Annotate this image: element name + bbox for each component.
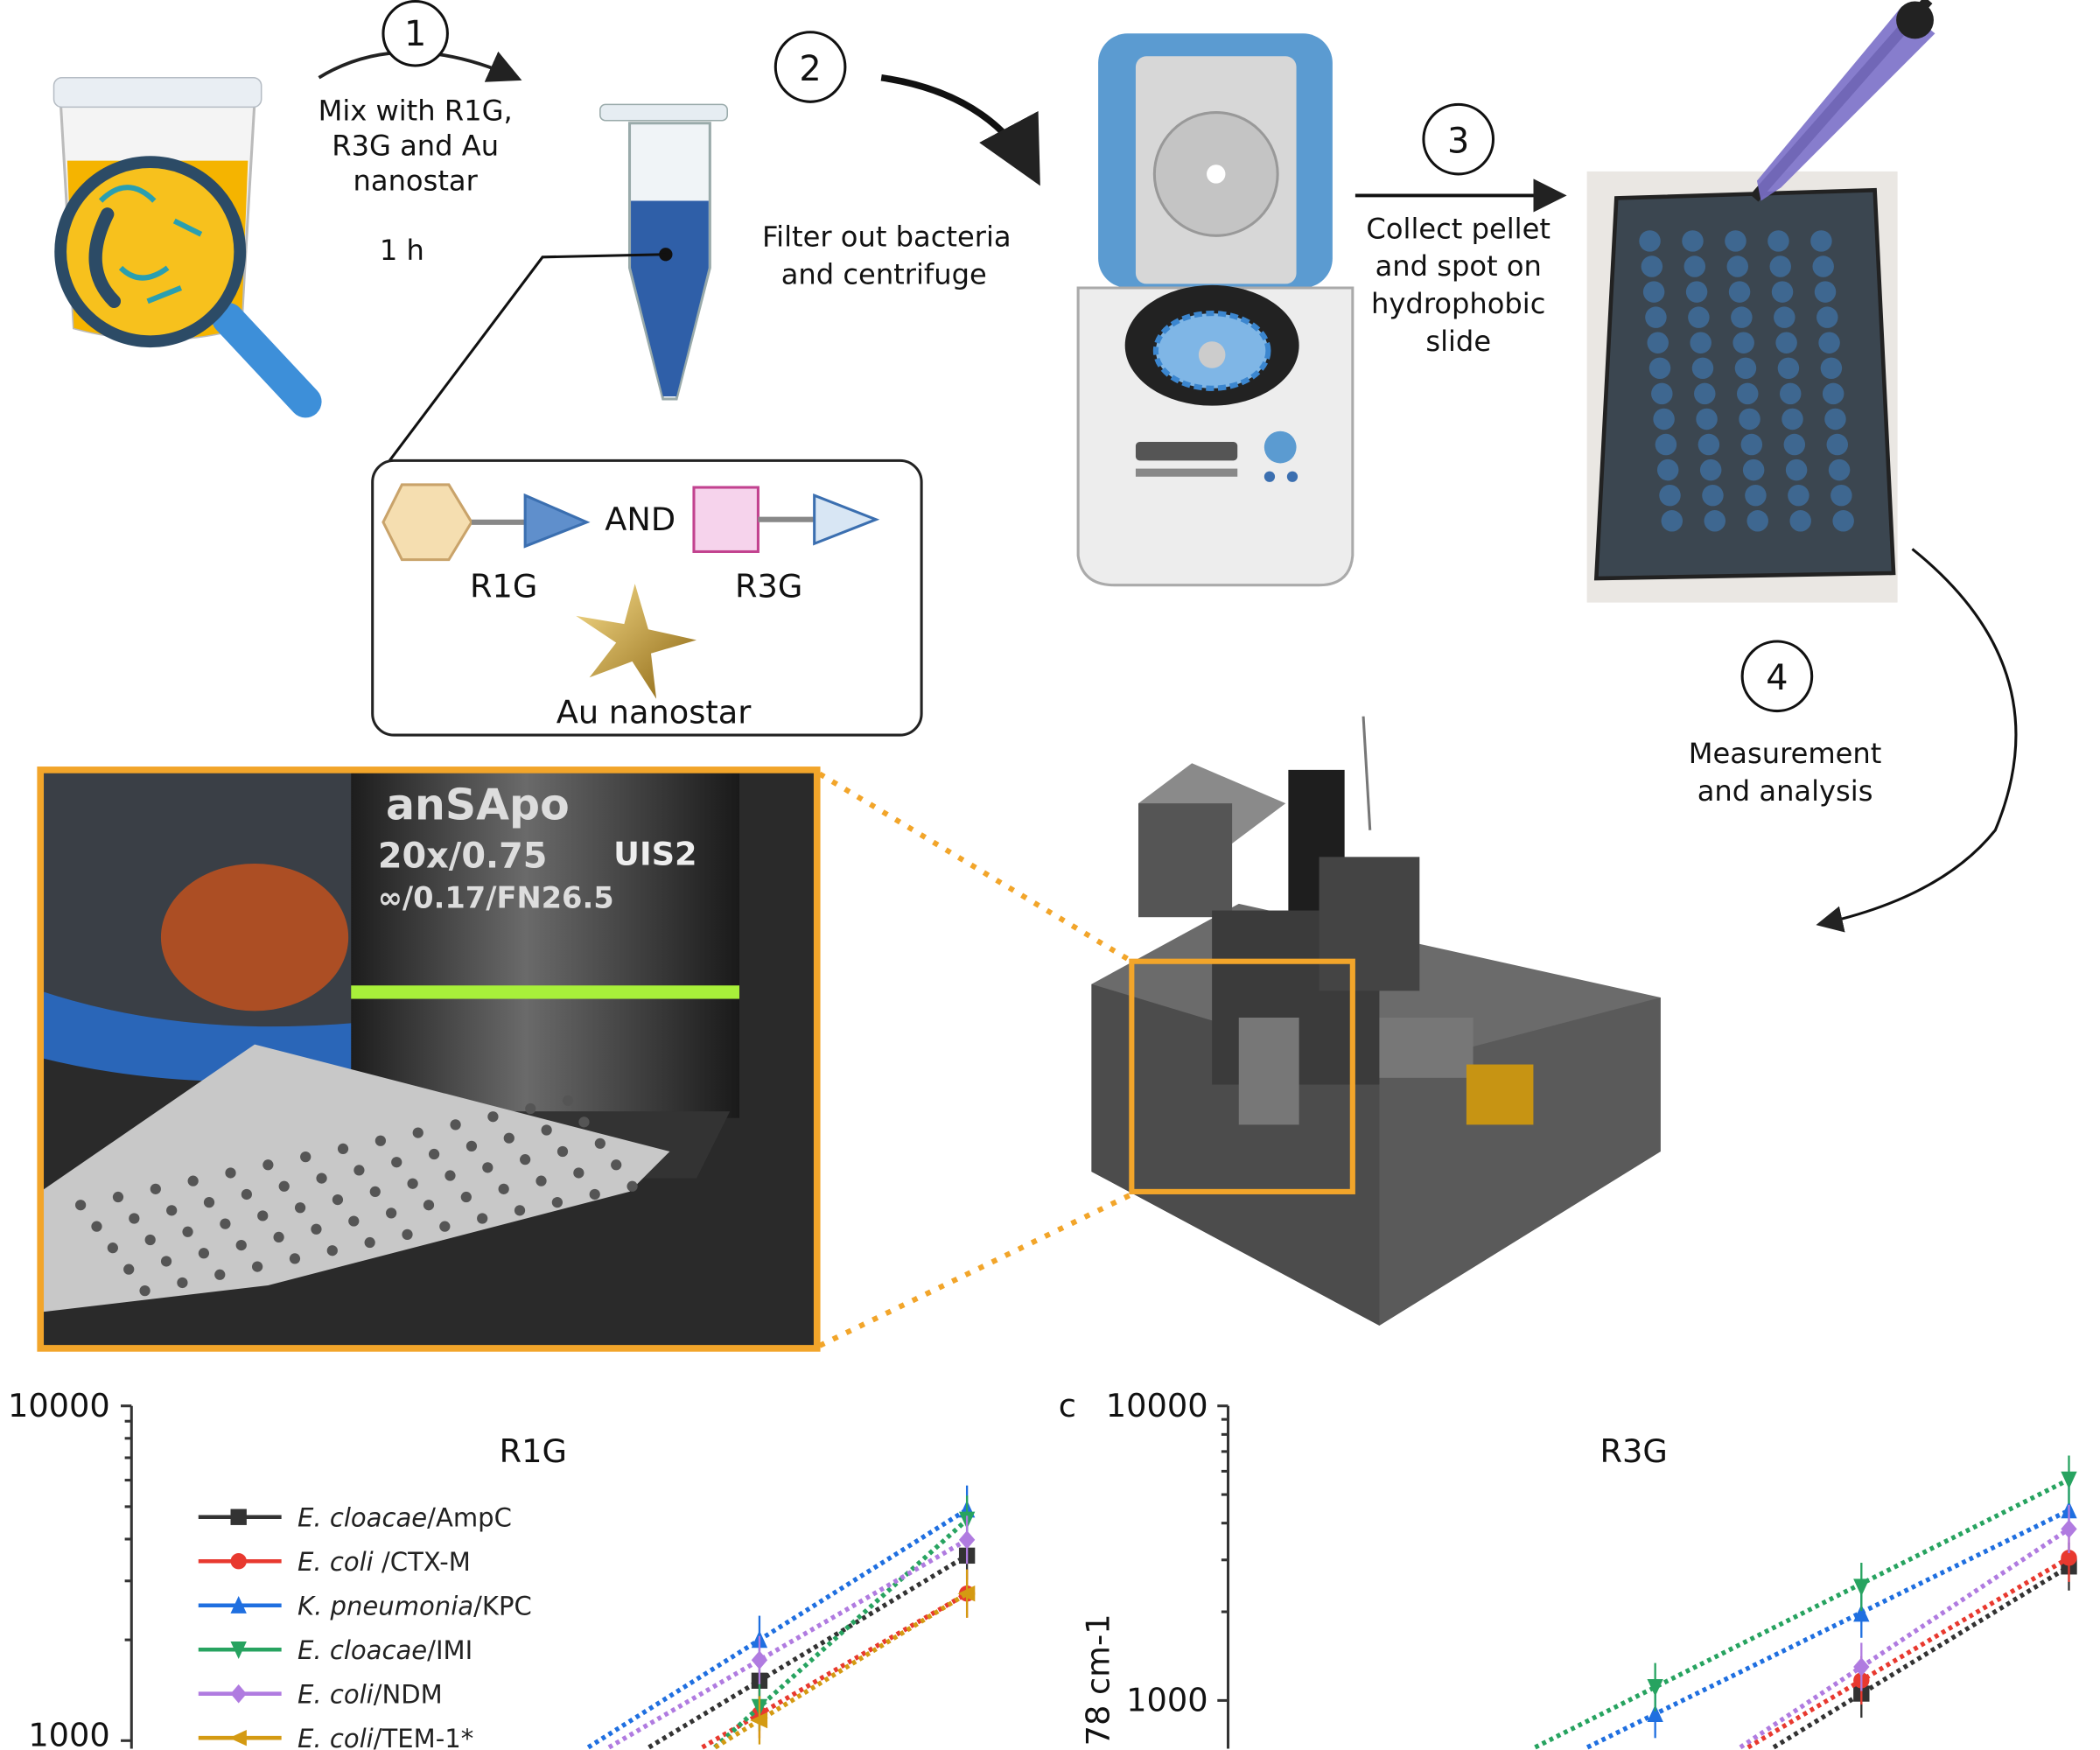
chart-r3g: c 10000 1000 R3G 78 cm-1: [1059, 1387, 2077, 1750]
series-line: [1739, 1527, 2070, 1750]
data-point-triangle-up: [1647, 1704, 1663, 1722]
step-1-text-line2: R3G and Au: [332, 130, 499, 163]
legend-label: E. cloacae/IMI: [298, 1635, 472, 1665]
data-point-triangle-left: [750, 1712, 768, 1729]
step-1-badge: 1: [382, 0, 449, 67]
data-point-triangle-down: [1853, 1578, 1870, 1597]
legend-label: K. pneumonia/KPC: [298, 1591, 532, 1620]
legend-item: K. pneumonia/KPC: [198, 1591, 532, 1620]
step-1-text-line3: nanostar: [354, 164, 479, 197]
data-point-triangle-up: [1853, 1604, 1870, 1622]
objective-label-line1: anSApo: [386, 780, 570, 830]
pipette-icon: [1756, 6, 1936, 201]
step-4-text-line1: Measurement: [1689, 737, 1882, 770]
step-3-text-line2: and spot on: [1376, 249, 1542, 283]
svg-text:1: 1: [404, 14, 426, 54]
step-2-badge: 2: [774, 31, 847, 103]
svg-text:4: 4: [1766, 658, 1788, 698]
chart-title: R3G: [1600, 1432, 1668, 1470]
step-3-text-line3: hydrophobic: [1371, 287, 1545, 320]
series-line: [1586, 1508, 2070, 1750]
triangle-icon: [523, 493, 591, 549]
data-point-diamond: [230, 1684, 247, 1704]
centrifuge-icon: [1076, 33, 1354, 587]
legend-label: E. coli/TEM-1*: [298, 1724, 473, 1750]
series-line: [1772, 1564, 2070, 1750]
svg-text:3: 3: [1447, 121, 1469, 161]
y-tick-10000: 10000: [1106, 1387, 1208, 1424]
arrow-step4: [1816, 548, 2018, 933]
data-point-triangle-left: [228, 1730, 247, 1746]
data-point-triangle-down: [2061, 1471, 2077, 1489]
legend-item: E. cloacae/IMI: [198, 1635, 472, 1665]
step-1-time: 1 h: [380, 234, 424, 267]
series-line: [1534, 1477, 2070, 1750]
data-point-diamond: [1853, 1657, 1870, 1676]
data-point-triangle-down: [230, 1642, 247, 1659]
objective-badge: UIS2: [613, 836, 696, 873]
step-3-text-line4: slide: [1425, 325, 1491, 358]
triangle-outline-icon: [813, 493, 880, 546]
data-point-circle: [230, 1553, 247, 1570]
r3g-label: R3G: [735, 567, 802, 605]
au-nanostar-icon: [576, 584, 697, 699]
objective-photo: anSApo 20x/0.75 ∞/0.17/FN26.5 UIS2: [37, 766, 821, 1352]
step-3-badge: 3: [1422, 102, 1495, 176]
objective-label-line3: ∞/0.17/FN26.5: [378, 880, 614, 914]
series-line: [648, 1553, 969, 1750]
legend-item: E. coli/TEM-1*: [198, 1724, 473, 1750]
legend-item: E. coli /CTX-M: [198, 1547, 471, 1577]
data-point-triangle-up: [230, 1596, 247, 1614]
reagents-box: AND R1G R3G Au nanostar: [371, 458, 923, 737]
legend-label: E. coli/NDM: [298, 1679, 443, 1709]
sample-cup-magnifier-icon: [52, 76, 322, 418]
data-point-triangle-left: [957, 1586, 976, 1602]
microtube-icon: [599, 103, 728, 401]
y-axis-label: 78 cm-1: [1079, 1614, 1116, 1746]
series-line: [713, 1591, 969, 1750]
data-point-diamond: [751, 1650, 768, 1670]
chart-title: R1G: [500, 1432, 567, 1470]
series-line: [713, 1517, 969, 1749]
nanostar-label: Au nanostar: [556, 693, 752, 731]
step-2-text-line2: and centrifuge: [781, 257, 987, 290]
data-point-square: [230, 1508, 247, 1525]
y-tick-1000: 1000: [1126, 1682, 1208, 1719]
hydrophobic-slide-photo: [1586, 0, 1936, 603]
step-2-text-line1: Filter out bacteria: [762, 220, 1012, 254]
y-tick-10000: 10000: [8, 1387, 110, 1424]
arrow-step2: [880, 74, 1040, 186]
objective-label-line2: 20x/0.75: [378, 836, 548, 877]
and-label: AND: [605, 500, 676, 538]
step-4-badge: 4: [1740, 640, 1814, 713]
svg-text:2: 2: [799, 49, 821, 89]
data-point-triangle-down: [1647, 1678, 1663, 1697]
chart-r1g: 10000 1000 R1G E. cloacae/AmpC E. coli /C…: [8, 1387, 976, 1750]
zoom-line-bottom: [818, 1192, 1133, 1348]
r1g-label: R1G: [470, 567, 537, 605]
hexagon-icon: [382, 483, 473, 562]
series-line: [586, 1507, 969, 1750]
raman-instrument-render: [1091, 716, 1661, 1326]
step-1-text-line1: Mix with R1G,: [318, 94, 513, 128]
legend-label: E. cloacae/AmpC: [298, 1502, 512, 1532]
step-4-text-line2: and analysis: [1698, 774, 1873, 808]
data-point-diamond: [958, 1530, 976, 1550]
legend-item: E. cloacae/AmpC: [198, 1502, 512, 1532]
square-icon: [692, 486, 760, 553]
legend-label: E. coli /CTX-M: [298, 1547, 471, 1577]
callout-line: [387, 253, 666, 463]
data-point-circle: [2061, 1550, 2077, 1566]
series-line: [1746, 1556, 2070, 1750]
data-point-diamond: [2061, 1519, 2077, 1539]
zoom-line-top: [818, 771, 1133, 964]
panel-label: c: [1059, 1387, 1076, 1424]
step-3-text-line1: Collect pellet: [1366, 212, 1550, 245]
y-tick-1000: 1000: [28, 1716, 109, 1750]
legend-item: E. coli/NDM: [198, 1679, 443, 1709]
